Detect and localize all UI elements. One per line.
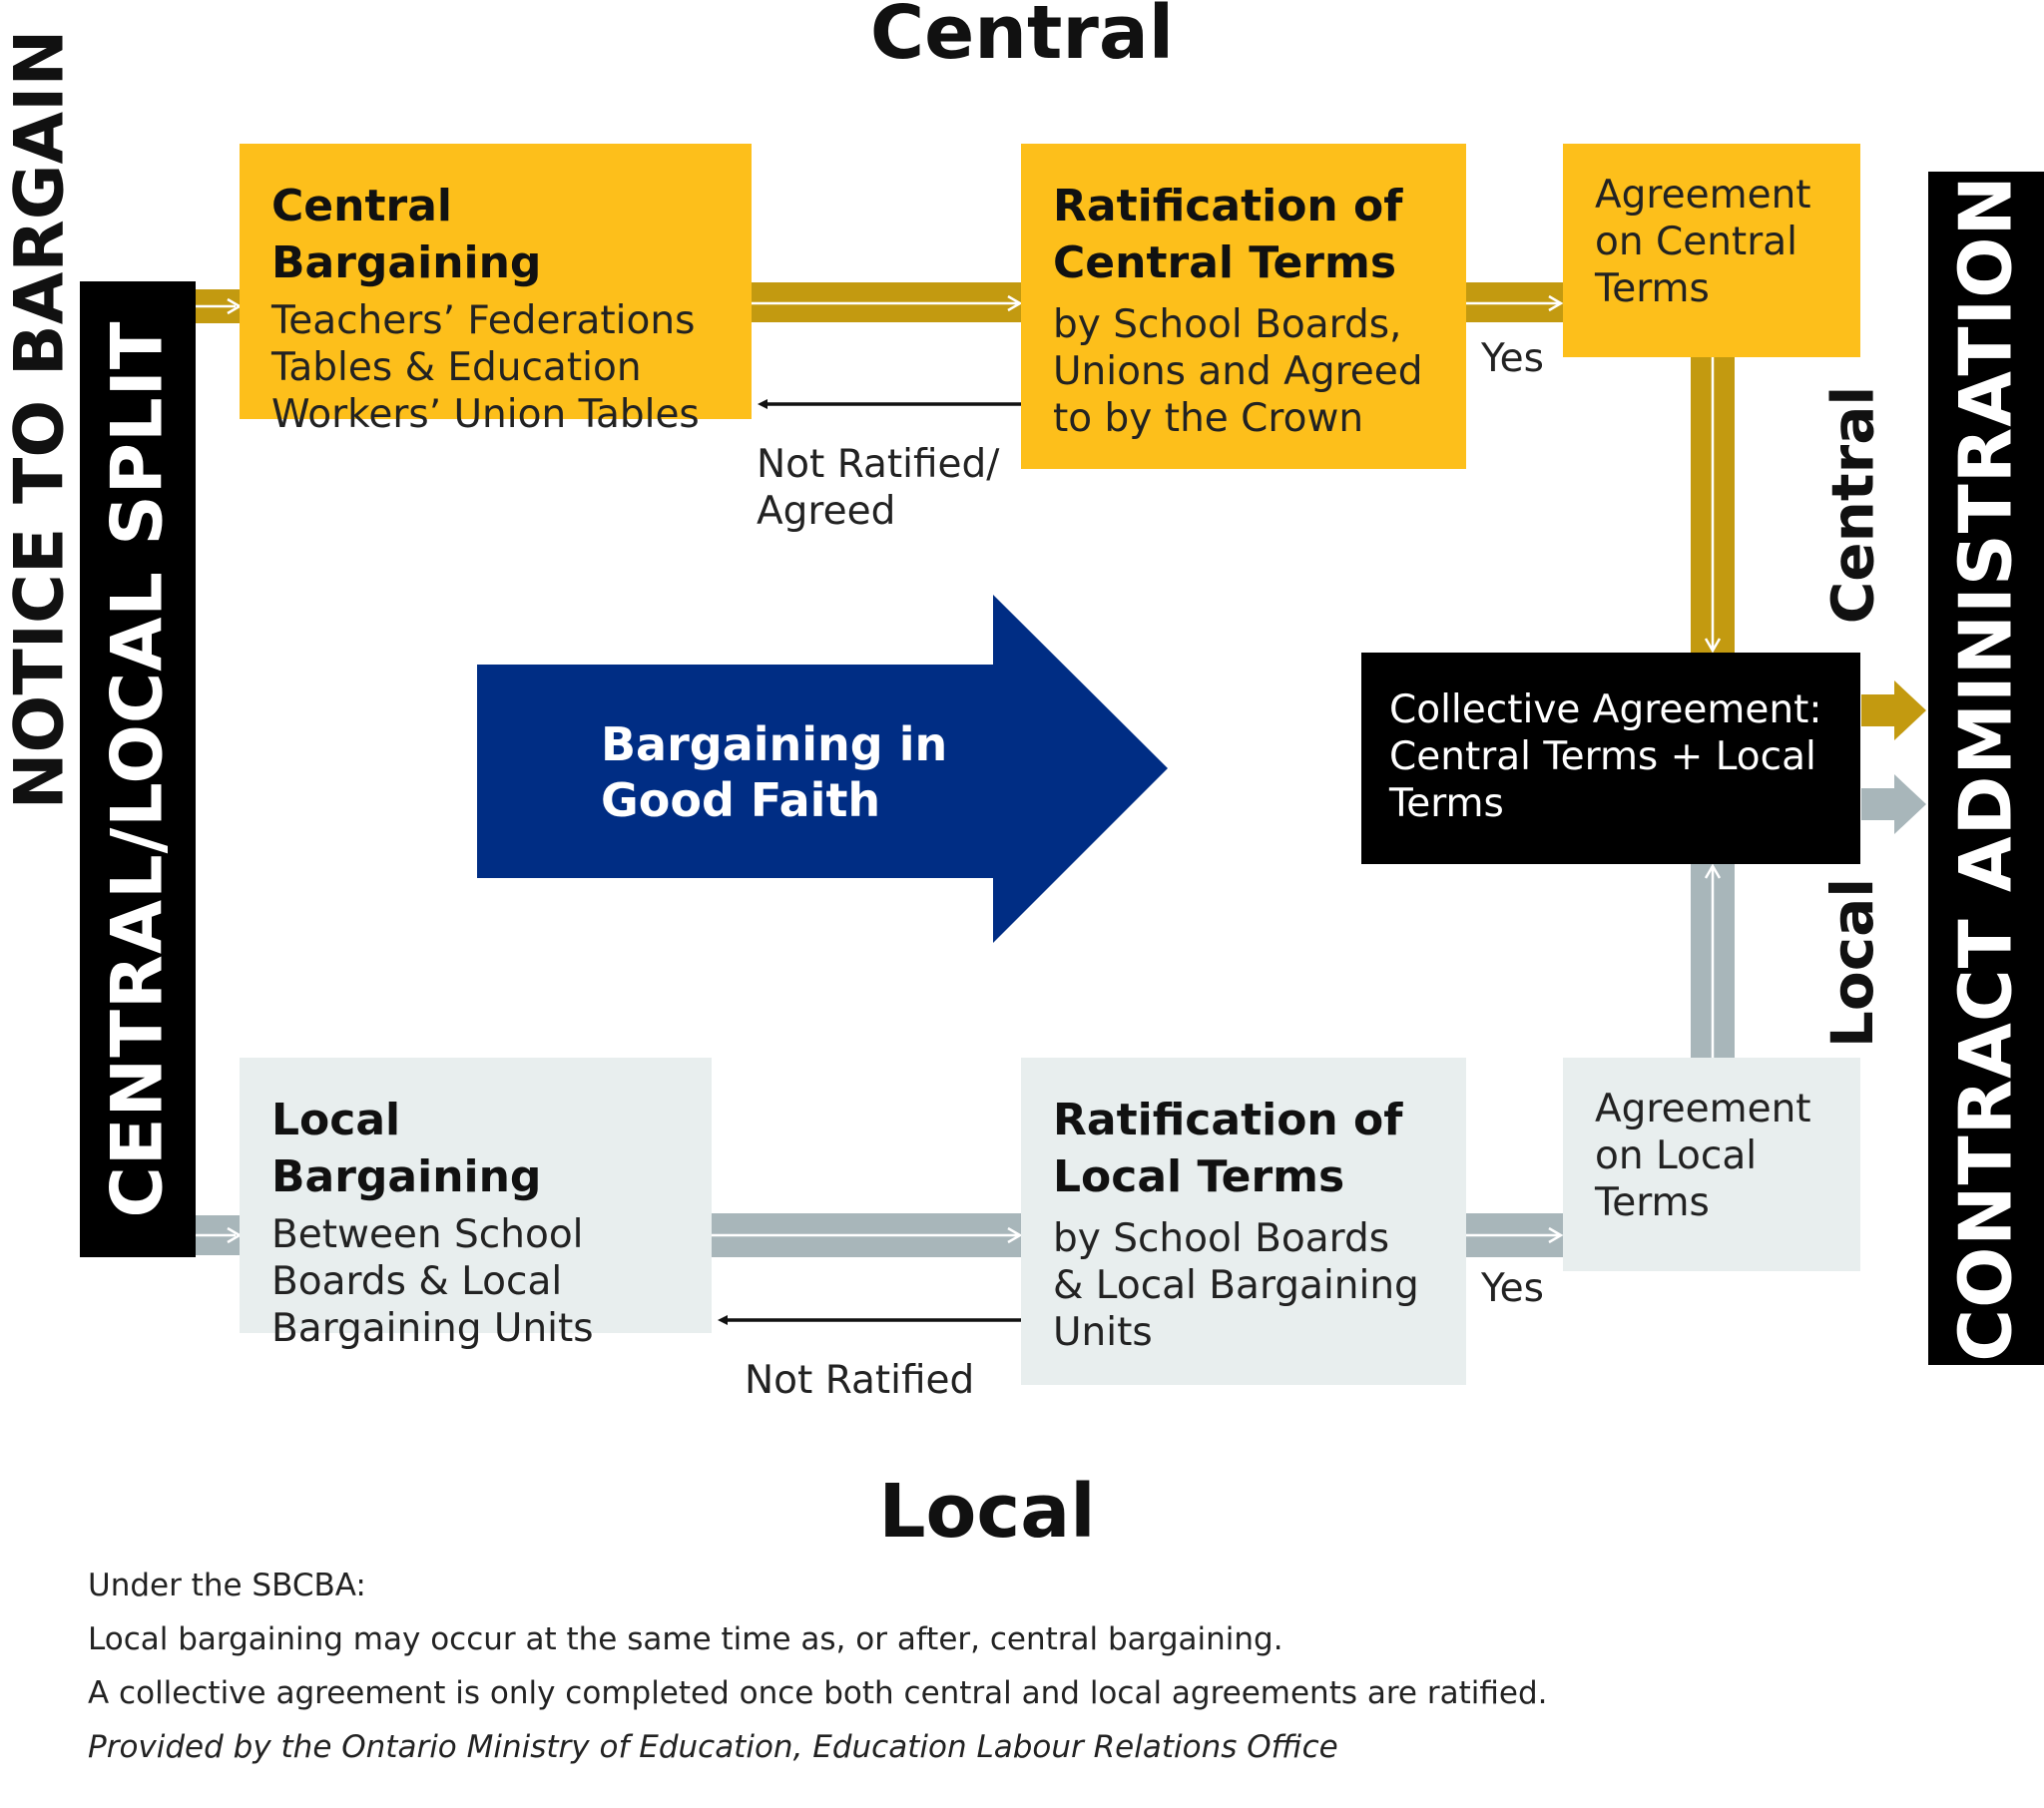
local-bargaining-title: Local Bargaining <box>271 1095 542 1202</box>
central-yes-label: Yes <box>1481 336 1544 381</box>
notes-intro: Under the SBCBA: <box>88 1568 366 1603</box>
contract-administration-bar: CONTRACT ADMINISTRATION <box>1928 172 2044 1365</box>
local-agreement-text: Agreement on Local Terms <box>1595 1087 1811 1225</box>
central-track-to-agreement <box>1466 282 1564 322</box>
central-local-split-text: CENTRAL/LOCAL SPLIT <box>97 320 179 1218</box>
central-side-text: Central <box>1818 385 1887 625</box>
central-agreement-box: Agreement on Central Terms <box>1563 144 1860 357</box>
notice-to-bargain-text: NOTICE TO BARGAIN <box>0 29 80 809</box>
local-heading: Local <box>878 1469 1096 1555</box>
local-bargaining-text: Between School Boards & Local Bargaining… <box>271 1212 594 1351</box>
central-bargaining-text: Teachers’ Federations Tables & Education… <box>271 298 700 437</box>
notes-line-completion: A collective agreement is only completed… <box>88 1675 1548 1711</box>
central-output-arrow <box>1861 680 1926 740</box>
local-yes-label: Yes <box>1481 1266 1544 1311</box>
central-bargaining-box: Central Bargaining Teachers’ Federations… <box>240 144 752 437</box>
local-track-up <box>1691 863 1735 1058</box>
local-ratification-title: Ratification of Local Terms <box>1053 1095 1403 1202</box>
central-ratification-box: Ratification of Central Terms by School … <box>1021 144 1466 469</box>
central-ratification-text: by School Boards, Unions and Agreed to b… <box>1053 302 1423 441</box>
local-track-to-ratification <box>712 1213 1023 1257</box>
notes-credit: Provided by the Ontario Ministry of Educ… <box>88 1729 1338 1765</box>
local-side-text: Local <box>1818 877 1886 1049</box>
good-faith-arrow-shape <box>477 595 1168 943</box>
central-track-to-ratification <box>752 282 1023 322</box>
notes-line-local-timing: Local bargaining may occur at the same t… <box>88 1621 1283 1657</box>
collective-agreement-box: Collective Agreement: Central Terms + Lo… <box>1361 653 1860 864</box>
local-output-arrow <box>1861 774 1926 834</box>
central-not-ratified-label: Not Ratified/ Agreed <box>757 442 1000 534</box>
local-track-to-bargaining <box>196 1215 243 1255</box>
local-ratification-text: by School Boards & Local Bargaining Unit… <box>1053 1216 1419 1355</box>
local-track-to-agreement <box>1466 1213 1564 1257</box>
central-ratification-title: Ratification of Central Terms <box>1053 181 1403 288</box>
notes-block: Under the SBCBA: Local bargaining may oc… <box>88 1559 1785 1774</box>
central-agreement-text: Agreement on Central Terms <box>1595 173 1811 311</box>
good-faith-label: Bargaining in Good Faith <box>601 717 948 827</box>
local-side-label: Local <box>1787 877 1918 1049</box>
local-agreement-box: Agreement on Local Terms <box>1563 1058 1860 1271</box>
central-bargaining-title: Central Bargaining <box>271 181 542 288</box>
local-ratification-box: Ratification of Local Terms by School Bo… <box>1021 1058 1466 1385</box>
local-not-ratified-label: Not Ratified <box>745 1358 975 1403</box>
central-local-split-bar: CENTRAL/LOCAL SPLIT <box>80 281 196 1257</box>
central-track-to-bargaining <box>196 289 243 323</box>
central-side-label: Central <box>1787 386 1918 625</box>
contract-administration-text: CONTRACT ADMINISTRATION <box>1944 175 2029 1362</box>
central-track-down <box>1691 357 1735 654</box>
central-heading: Central <box>869 0 1175 76</box>
local-bargaining-box: Local Bargaining Between School Boards &… <box>240 1058 712 1351</box>
